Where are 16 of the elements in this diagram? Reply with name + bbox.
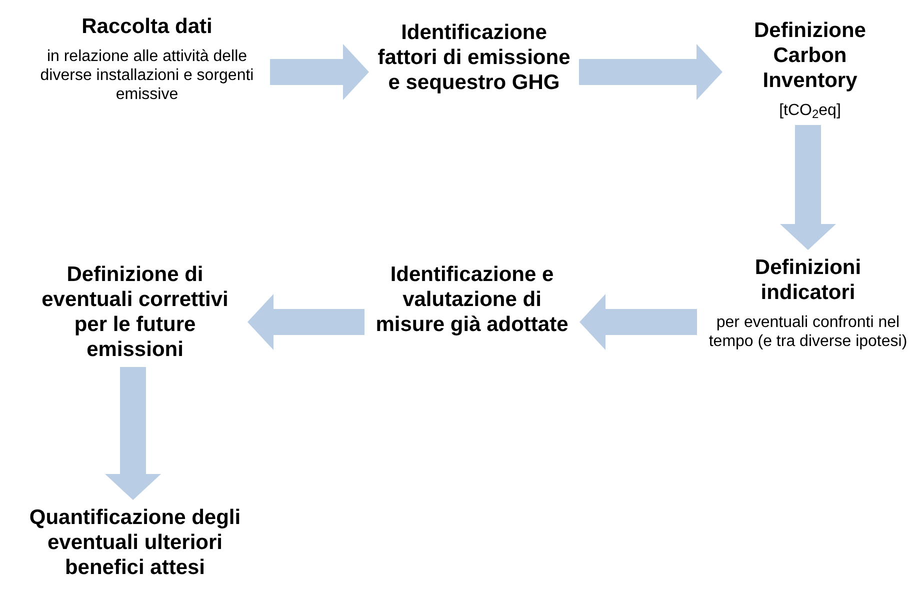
block-arrow [105, 367, 161, 500]
step-title: Definizioni indicatori [754, 255, 862, 305]
block-arrow [580, 294, 697, 350]
step-title: Definizione Carbon Inventory [752, 18, 867, 93]
step-title: Definizione di eventuali correttivi per le future emissioni [40, 262, 230, 362]
block-arrow [780, 125, 836, 250]
block-arrow [579, 44, 722, 100]
step-description: in relazione alle attività delle diverse installazioni e sorgenti emissive [39, 47, 255, 104]
block-arrow [270, 44, 369, 100]
step-title: Raccolta dati [82, 14, 212, 39]
step-title: Quantificazione degli eventuali ulteriori benefici attesi [28, 505, 242, 580]
step-description: [tCO$_{2}$eq] [779, 101, 841, 120]
step-description: per eventuali confronti nel tempo (e tra diverse ipotesi) [708, 313, 908, 351]
block-arrow [248, 294, 364, 350]
step-title: Identificazione fattori di emissione e sequestro GHG [376, 20, 572, 95]
step-title: Identificazione e valutazione di misure già adottate [374, 262, 570, 337]
